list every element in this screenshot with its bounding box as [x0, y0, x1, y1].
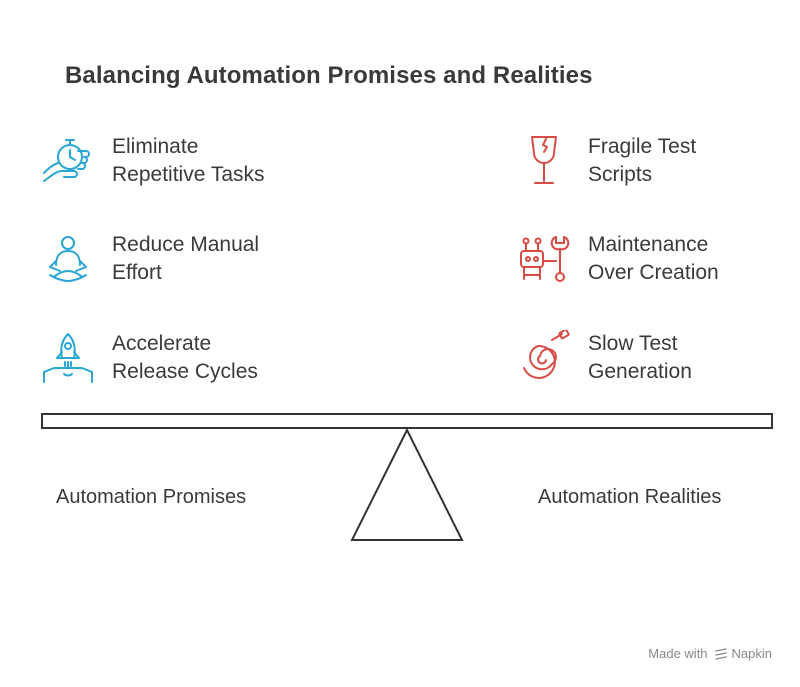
robot-wrench-icon: [516, 231, 572, 287]
seesaw-beam: [41, 413, 773, 429]
made-with-text: Made with: [648, 646, 708, 661]
broken-glass-icon: [516, 133, 572, 189]
promise-label: Eliminate Repetitive Tasks: [112, 135, 265, 186]
made-with-footer: Made with Napkin: [648, 646, 772, 661]
promise-label: Accelerate Release Cycles: [112, 332, 258, 383]
page-title: Balancing Automation Promises and Realit…: [65, 62, 593, 89]
reality-label: Maintenance Over Creation: [588, 233, 719, 284]
seesaw-fulcrum: [350, 427, 464, 541]
promises-side-label: Automation Promises: [56, 486, 247, 508]
rocket-launch-icon: [40, 330, 96, 386]
promise-item-eliminate-tasks: Eliminate Repetitive Tasks: [40, 133, 265, 189]
reality-item-maintenance: Maintenance Over Creation: [516, 231, 719, 287]
promise-label: Reduce Manual Effort: [112, 233, 260, 284]
reality-item-fragile-scripts: Fragile Test Scripts: [516, 133, 696, 189]
coiled-hose-icon: [516, 330, 572, 386]
realities-side-label: Automation Realities: [538, 486, 722, 508]
reality-item-slow-generation: Slow Test Generation: [516, 330, 692, 386]
stopwatch-hand-icon: [40, 133, 96, 189]
reality-label: Slow Test Generation: [588, 332, 692, 383]
napkin-brand-text: Napkin: [731, 646, 772, 661]
meditating-person-icon: [40, 231, 96, 287]
promise-item-reduce-effort: Reduce Manual Effort: [40, 231, 259, 287]
napkin-logo-icon: [714, 647, 728, 661]
reality-label: Fragile Test Scripts: [588, 135, 697, 186]
promise-item-accelerate-releases: Accelerate Release Cycles: [40, 330, 258, 386]
